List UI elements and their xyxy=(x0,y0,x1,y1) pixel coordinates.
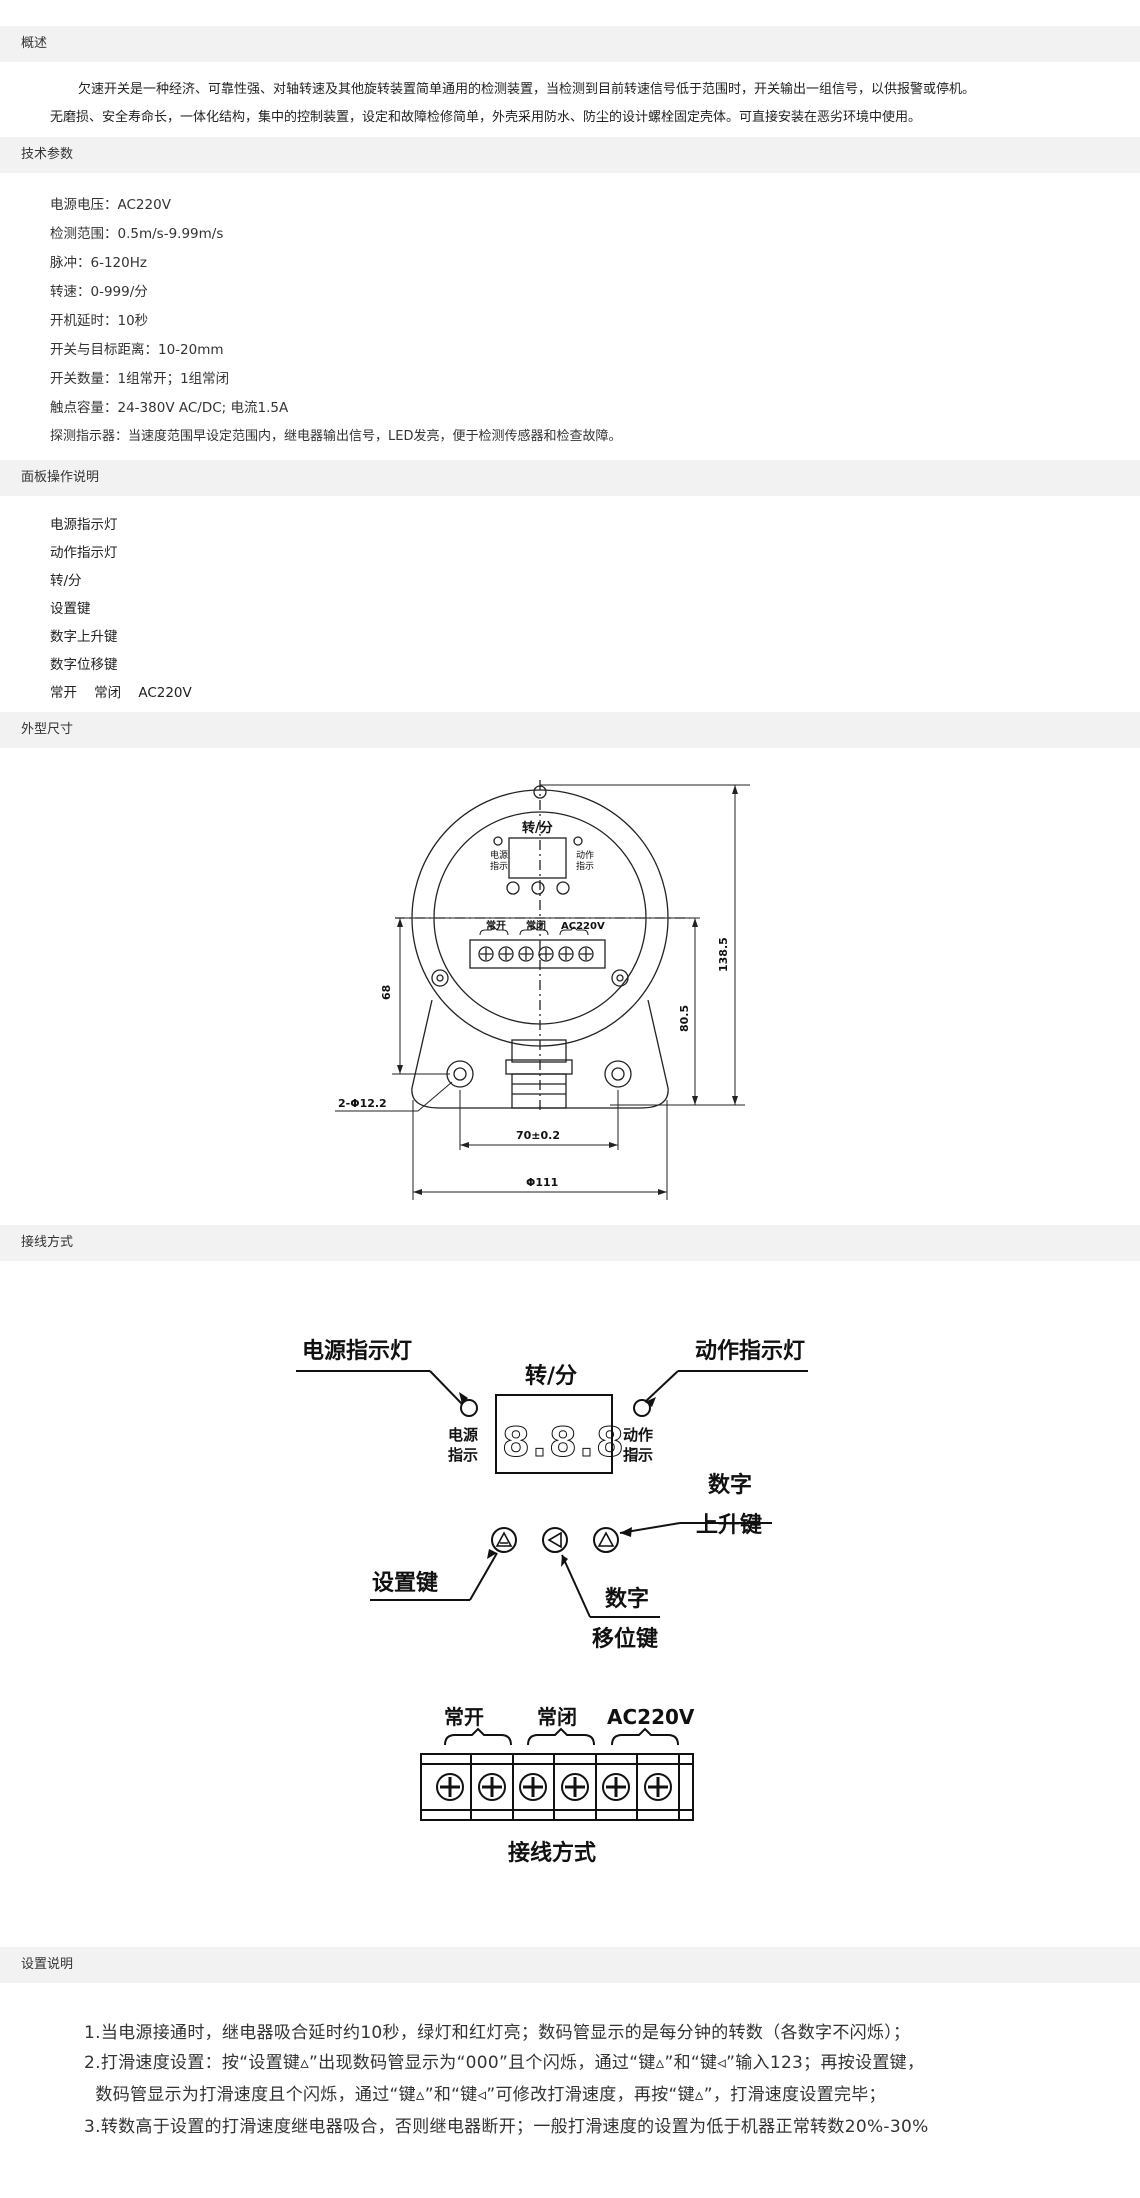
wiring-nc: 常闭 xyxy=(537,1705,577,1729)
section-title: 接线方式 xyxy=(21,1235,74,1250)
dim-138-5: 138.5 xyxy=(717,937,730,972)
panel-item: 设置键 xyxy=(50,601,91,617)
panel-item: 转/分 xyxy=(50,573,82,589)
wiring-diagram: 电源指示灯 动作指示灯 转/分 电源 指示 动作 指示 8.8.8. 数字 上升… xyxy=(296,1339,808,1866)
panel-item: 电源指示灯 xyxy=(50,517,118,533)
dimension-drawing: 转/分 电源 指示 动作 指示 常开 常闭 AC220V 68 80.5 138… xyxy=(335,780,750,1200)
spec-item: 开关与目标距离：10-20mm xyxy=(50,342,224,358)
section-title: 外型尺寸 xyxy=(21,722,74,737)
section-title: 设置说明 xyxy=(21,1957,74,1972)
wiring-shift-key xyxy=(542,1527,568,1553)
spec-item: 转速：0-999/分 xyxy=(50,284,148,300)
panel-item: 常开 常闭 AC220V xyxy=(50,685,192,701)
section-header-wiring: 接线方式 xyxy=(0,1225,1140,1261)
section-header-specs: 技术参数 xyxy=(0,137,1140,173)
wiring-shift-key-2: 移位键 xyxy=(592,1626,658,1652)
wiring-display xyxy=(495,1394,613,1474)
wiring-set-key-label: 设置键 xyxy=(372,1570,438,1596)
wiring-rpm: 转/分 xyxy=(525,1363,577,1389)
overview-line-2: 无磨损、安全寿命长，一体化结构，集中的控制装置，设定和故障检修简单，外壳采用防水… xyxy=(50,110,922,125)
dim-68: 68 xyxy=(380,985,393,1000)
panel-item: 数字上升键 xyxy=(50,629,118,645)
wiring-action-led xyxy=(633,1399,651,1417)
wiring-power-small-2: 指示 xyxy=(448,1446,478,1464)
wiring-up-key xyxy=(593,1527,619,1553)
setting-line: 1.当电源接通时，继电器吸合延时约10秒，绿灯和红灯亮；数码管显示的是每分钟的转… xyxy=(84,2023,911,2043)
section-title: 面板操作说明 xyxy=(21,470,100,485)
section-header-settings: 设置说明 xyxy=(0,1947,1140,1983)
dim-nc-label: 常闭 xyxy=(526,919,546,932)
wiring-caption: 接线方式 xyxy=(508,1840,596,1866)
spec-item: 开关数量：1组常开；1组常闭 xyxy=(50,371,230,387)
setting-line: 3.转数高于设置的打滑速度继电器吸合，否则继电器断开；一般打滑速度的设置为低于机… xyxy=(84,2117,929,2137)
wiring-power-led xyxy=(460,1399,478,1417)
section-header-dimensions: 外型尺寸 xyxy=(0,712,1140,748)
setting-line: 2.打滑速度设置：按“设置键▵”出现数码管显示为“000”且个闪烁，通过“键▵”… xyxy=(84,2053,925,2073)
cable-gland xyxy=(511,1039,567,1063)
section-title: 概述 xyxy=(21,36,48,51)
wiring-power-small-1: 电源 xyxy=(448,1426,478,1444)
dim-no-label: 常开 xyxy=(486,919,506,932)
key-up xyxy=(556,881,570,895)
wiring-up-key-2: 上升键 xyxy=(696,1512,762,1538)
terminal-block xyxy=(469,939,606,969)
power-led xyxy=(493,836,503,846)
spec-item: 检测范围：0.5m/s-9.99m/s xyxy=(50,226,224,242)
dim-display-label: 转/分 xyxy=(522,820,553,836)
dim-action-label-2: 指示 xyxy=(576,860,594,872)
display-window xyxy=(508,837,567,879)
section-header-overview: 概述 xyxy=(0,26,1140,62)
wiring-terminals xyxy=(436,1754,680,1820)
panel-item: 数字位移键 xyxy=(50,657,118,673)
wiring-digit-display: 8.8.8. xyxy=(502,1420,643,1466)
dim-ac-label: AC220V xyxy=(561,921,605,932)
setting-line: 数码管显示为打滑速度且个闪烁，通过“键▵”和“键◃”可修改打滑速度，再按“键▵”… xyxy=(84,2085,886,2105)
dim-80-5: 80.5 xyxy=(678,1005,691,1032)
wiring-up-key-1: 数字 xyxy=(708,1472,752,1498)
wiring-action-small-1: 动作 xyxy=(623,1426,653,1444)
panel-item: 动作指示灯 xyxy=(50,545,118,561)
spec-item: 探测指示器：当速度范围早设定范围内，继电器输出信号，LED发亮，便于检测传感器和… xyxy=(50,429,622,444)
overview-line-1: 欠速开关是一种经济、可靠性强、对轴转速及其他旋转装置简单通用的检测装置，当检测到… xyxy=(78,82,976,97)
dim-70: 70±0.2 xyxy=(516,1129,560,1142)
spec-item: 触点容量：24-380V AC/DC; 电流1.5A xyxy=(50,400,289,416)
mounting-hole-right xyxy=(604,1060,632,1088)
wiring-terminal-block xyxy=(420,1753,694,1821)
section-title: 技术参数 xyxy=(21,147,74,162)
spec-item: 电源电压：AC220V xyxy=(50,197,171,213)
wiring-power-indicator: 电源指示灯 xyxy=(302,1339,412,1364)
key-set xyxy=(506,881,520,895)
side-screw-right xyxy=(611,969,629,987)
wiring-ac: AC220V xyxy=(607,1705,695,1729)
wiring-shift-key-1: 数字 xyxy=(605,1586,649,1612)
dim-power-label-2: 指示 xyxy=(490,860,508,872)
wiring-action-indicator: 动作指示灯 xyxy=(695,1339,805,1364)
terminal-screws xyxy=(478,946,594,962)
dim-power-label-1: 电源 xyxy=(490,849,508,861)
dim-action-label-1: 动作 xyxy=(576,849,594,861)
side-screw-left xyxy=(431,969,449,987)
wiring-action-small-2: 指示 xyxy=(623,1446,653,1464)
dim-111: Φ111 xyxy=(526,1176,558,1189)
action-led xyxy=(573,836,583,846)
wiring-no: 常开 xyxy=(444,1705,484,1729)
wiring-set-key xyxy=(491,1527,517,1553)
dim-hole: 2-Φ12.2 xyxy=(338,1097,387,1110)
key-shift xyxy=(531,881,545,895)
section-header-panel: 面板操作说明 xyxy=(0,460,1140,496)
spec-item: 开机延时：10秒 xyxy=(50,313,149,329)
spec-item: 脉冲：6-120Hz xyxy=(50,255,147,271)
